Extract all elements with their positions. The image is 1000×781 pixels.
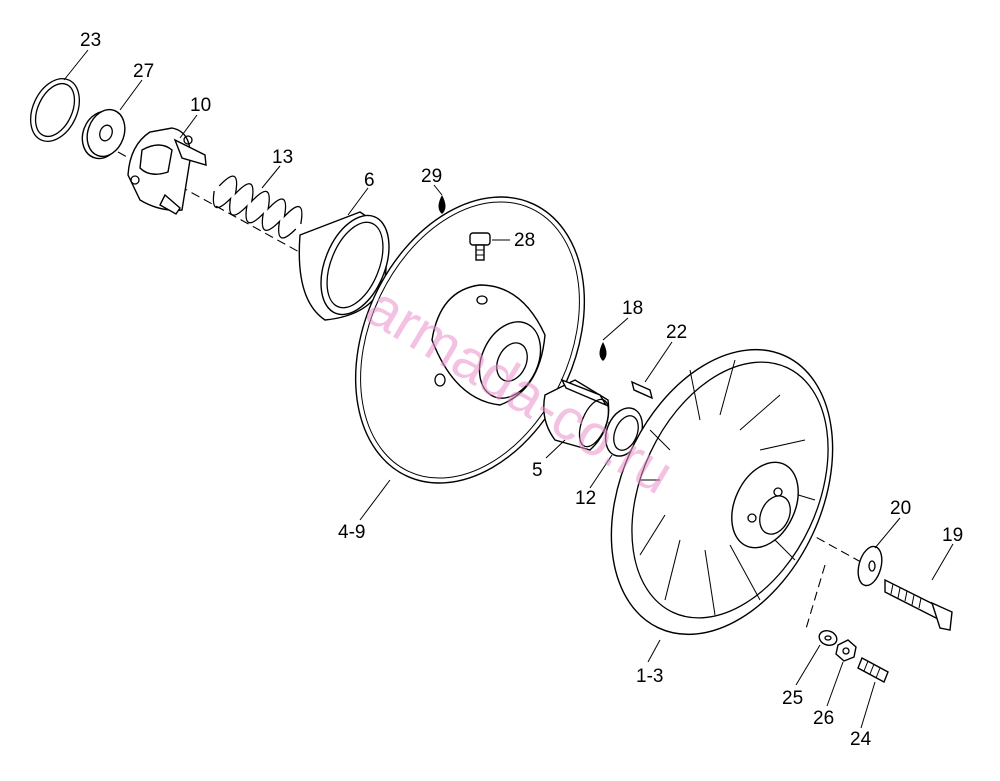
bolt [884, 578, 953, 631]
callout-1-3: 1-3 [636, 666, 663, 687]
callout-5: 5 [532, 460, 543, 481]
grease-drop-icon [438, 195, 446, 214]
callout-13: 13 [272, 147, 293, 168]
nut [835, 639, 857, 662]
callout-28: 28 [514, 230, 535, 251]
callout-18: 18 [622, 298, 643, 319]
movable-sheave [354, 196, 586, 484]
callout-12: 12 [575, 488, 596, 509]
set-screw [857, 657, 889, 683]
snap-ring [30, 78, 80, 142]
bolt-washer [857, 545, 883, 587]
callout-29: 29 [421, 166, 442, 187]
bushing-ring [298, 211, 390, 321]
fixed-sheave [610, 348, 834, 636]
callout-10: 10 [190, 95, 211, 116]
callout-6: 6 [364, 170, 375, 191]
leader-lines [63, 49, 954, 729]
callout-20: 20 [890, 498, 911, 519]
callout-24: 24 [850, 729, 872, 750]
callout-19: 19 [942, 525, 963, 546]
washer [81, 108, 126, 160]
callout-4-9: 4-9 [338, 522, 365, 543]
spring [212, 175, 303, 239]
callout-22: 22 [666, 322, 687, 343]
callout-25: 25 [782, 688, 803, 709]
key [630, 380, 654, 400]
screw [469, 232, 491, 261]
grease-drop-icon-2 [599, 342, 607, 361]
spider-cam [127, 127, 207, 215]
small-washer [818, 630, 838, 646]
callout-27: 27 [133, 61, 154, 82]
callout-labels: 23 27 10 13 6 29 28 18 22 5 12 4-9 20 19… [80, 30, 963, 750]
callout-23: 23 [80, 30, 101, 51]
slider-bushing [543, 378, 610, 451]
callout-26: 26 [813, 708, 834, 729]
